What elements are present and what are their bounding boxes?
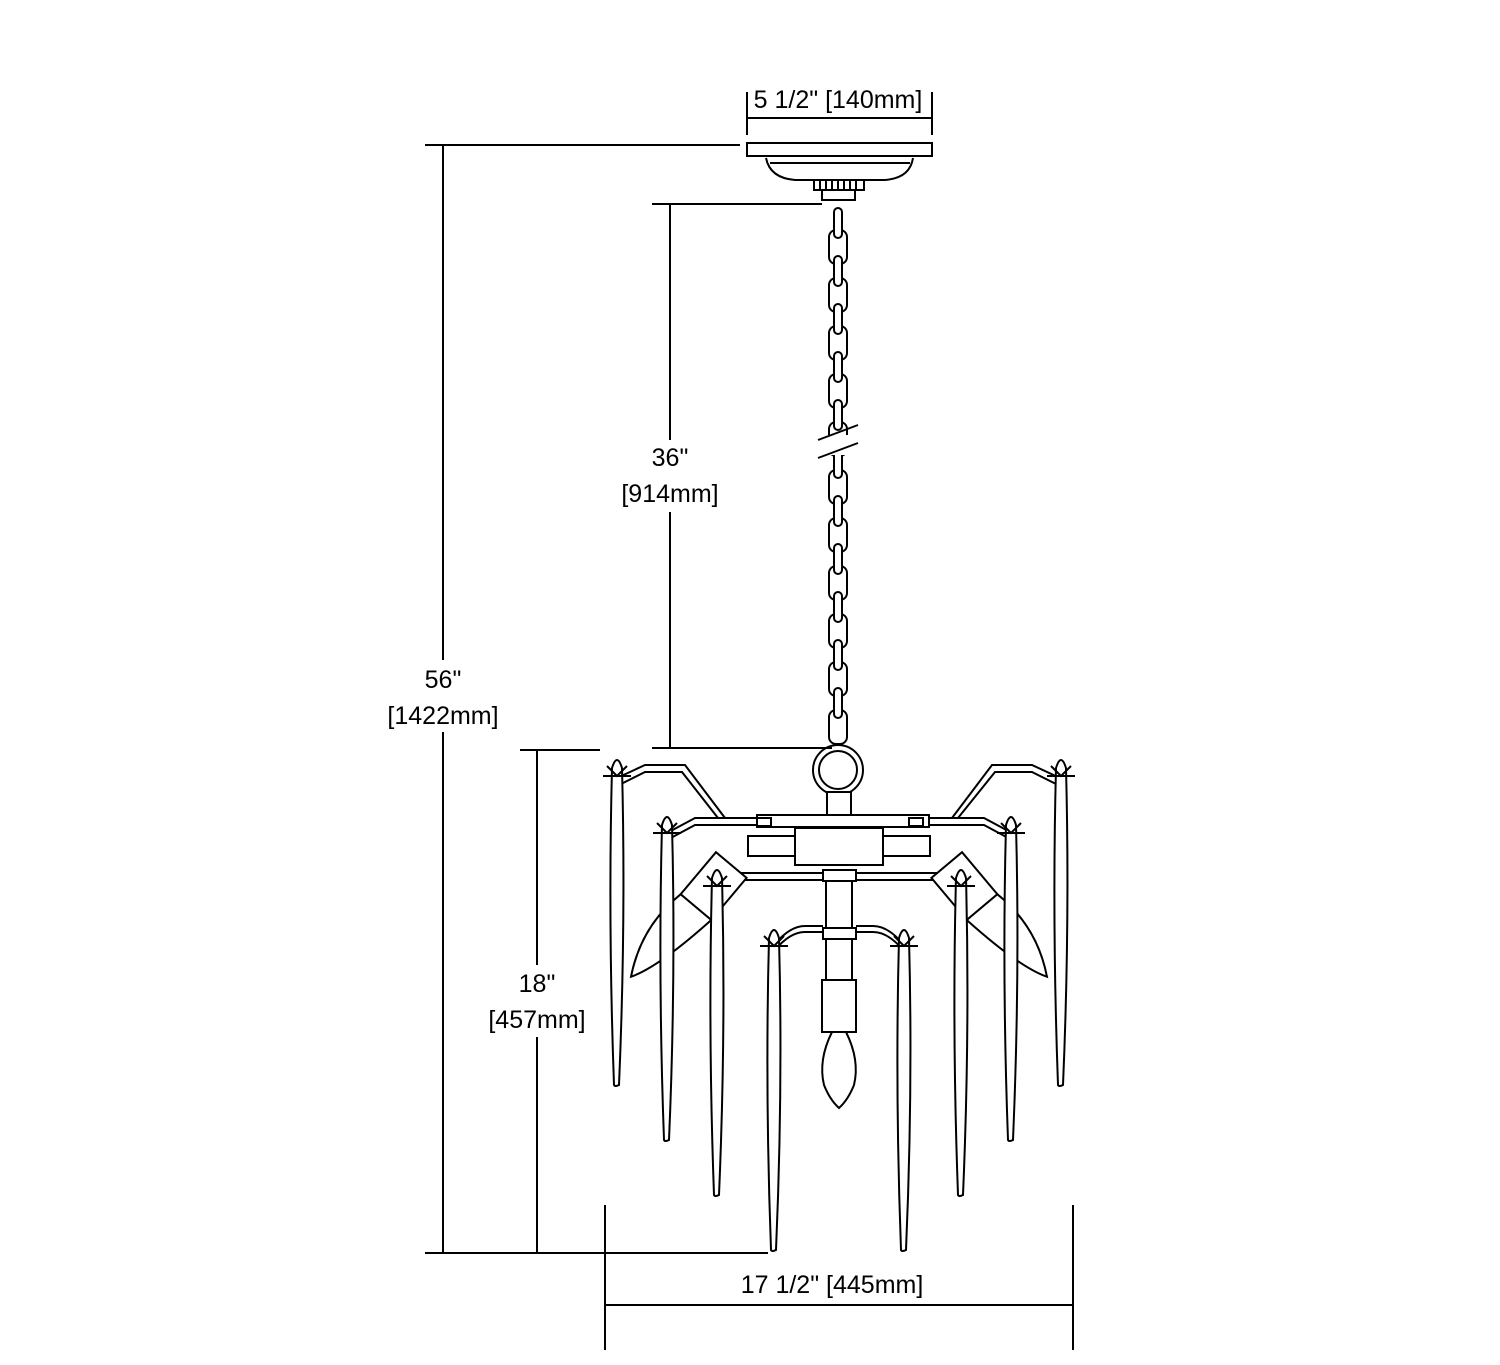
crystal-drop [659, 816, 675, 1142]
chain-length-metric: [914mm] [621, 480, 718, 508]
chain-length-dimension: 36" [914mm] [608, 203, 832, 749]
crystal-drop [953, 869, 969, 1197]
canopy [746, 142, 933, 201]
chain-link [833, 351, 843, 383]
chain-link [833, 303, 843, 335]
fixture-width-dimension: 17 1/2" [445mm] [604, 1205, 1074, 1350]
crystal-drop [709, 869, 725, 1197]
chain-link [833, 255, 843, 287]
left-bulb [629, 850, 749, 979]
crystal-drop [896, 929, 912, 1252]
crystal-hook [703, 875, 731, 888]
chain-link [833, 207, 843, 239]
canopy-width-dimension: 5 1/2" [140mm] [746, 86, 933, 135]
arms [616, 764, 1061, 898]
overall-height-imperial: 56" [425, 666, 462, 694]
crystals [603, 759, 1075, 1252]
crystal-hook [947, 875, 975, 888]
fixture-width-label: 17 1/2" [445mm] [741, 1271, 924, 1299]
center-bulb [821, 1031, 857, 1110]
crystal-hook [760, 935, 788, 948]
chain [828, 207, 848, 745]
fixture-height-imperial: 18" [519, 970, 556, 998]
right-bulb [929, 850, 1049, 979]
fixture-height-metric: [457mm] [488, 1006, 585, 1034]
chain-link [833, 639, 843, 671]
overall-height-dimension: 56" [1422mm] [370, 144, 768, 1254]
overall-height-metric: [1422mm] [387, 702, 498, 730]
fixture-height-dimension: 18" [457mm] [475, 749, 600, 1253]
canopy-width-label: 5 1/2" [140mm] [754, 86, 923, 114]
chain-link [833, 687, 843, 719]
crystal-hook [1047, 765, 1075, 778]
chain-break-mark [817, 424, 859, 459]
chain-length-imperial: 36" [652, 444, 689, 472]
fixture-body [747, 744, 931, 1033]
crystal-hook [890, 935, 918, 948]
crystal-hook [997, 822, 1025, 835]
crystal-drop [1003, 816, 1019, 1142]
crystal-drop [609, 759, 625, 1087]
crystal-hook [603, 765, 631, 778]
chain-link [833, 399, 843, 431]
chain-link [833, 495, 843, 527]
crystal-hook [653, 822, 681, 835]
crystal-drop [766, 929, 782, 1252]
chain-link [833, 543, 843, 575]
crystal-drop [1053, 759, 1069, 1087]
chain-link [833, 591, 843, 623]
